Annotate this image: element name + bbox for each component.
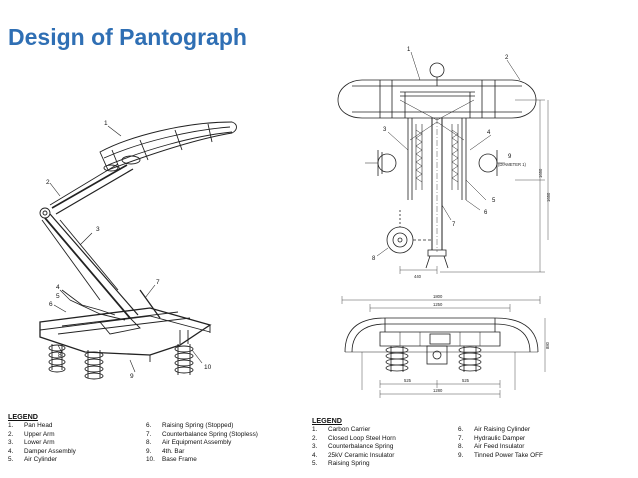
callout-left-10: 10 — [204, 364, 212, 371]
legend-item: 9.4th. Bar — [146, 447, 185, 455]
legend-left-col2: 6.Raising Spring (Stopped) 7.Counterbala… — [146, 422, 298, 465]
legend-item: 9.Tinned Power Take OFF — [458, 451, 543, 459]
base-insulators — [48, 330, 194, 380]
legend-item: 5.Raising Spring — [312, 460, 370, 468]
legend-item: 8.Air Equipment Assembly — [146, 439, 232, 447]
legend-item: 1.Pan Head — [8, 422, 53, 429]
dim-1650-a: 1650 — [538, 168, 543, 178]
right-elevation-drawing — [337, 51, 549, 398]
legend-right-col1: 1.Carbon Carrier 2.Closed Loop Steel Hor… — [312, 426, 442, 469]
legend-left: LEGEND 1.Pan Head 2.Upper Arm 3.Lower Ar… — [8, 412, 298, 467]
dim-880: 880 — [545, 341, 550, 349]
dim-525-right: 525 — [462, 378, 470, 383]
callout-left-6: 6 — [49, 301, 53, 308]
dim-525-left: 525 — [404, 378, 412, 383]
left-callouts: 1 2 3 4 5 6 7 8 9 10 — [46, 120, 212, 380]
dim-1800: 1800 — [433, 294, 443, 299]
legend-right-heading: LEGEND — [312, 416, 342, 425]
legend-item: 7.Hydraulic Damper — [458, 434, 526, 442]
callout-right-5: 5 — [492, 198, 496, 204]
legend-item: 10.Base Frame — [146, 456, 197, 464]
legend-item: 6.Raising Spring (Stopped) — [146, 422, 234, 429]
callout-right-4: 4 — [487, 130, 491, 136]
right-callouts: 1 2 3 4 5 6 7 8 9 — [372, 47, 512, 262]
callout-right-1: 1 — [407, 47, 411, 53]
legend-item: 3.Counterbalance Spring — [312, 443, 394, 451]
legend-item: 4.25kV Ceramic Insulator — [312, 451, 395, 459]
callout-left-1: 1 — [104, 120, 108, 127]
callout-right-2: 2 — [505, 55, 509, 61]
legend-item: 6.Air Raising Cylinder — [458, 426, 531, 433]
legend-item: 7.Counterbalance Spring (Stopless) — [146, 430, 258, 438]
legend-item: 1.Carbon Carrier — [312, 426, 371, 433]
callout-left-5: 5 — [56, 293, 60, 300]
legend-item: 8.Air Feed Insulator — [458, 443, 525, 451]
bottom-insulators — [385, 345, 482, 372]
callout-left-4: 4 — [56, 284, 60, 291]
right-dimensions: 440 1800 1250 525 525 1280 880 1650 1650… — [404, 162, 551, 393]
legend-item: 2.Upper Arm — [8, 430, 55, 438]
callout-left-9: 9 — [130, 373, 134, 380]
legend-left-col1: 1.Pan Head 2.Upper Arm 3.Lower Arm 4.Dam… — [8, 422, 133, 465]
dim-1250: 1250 — [433, 302, 443, 307]
callout-right-7: 7 — [452, 222, 456, 228]
legend-left-heading: LEGEND — [8, 412, 38, 421]
legend-item: 3.Lower Arm — [8, 439, 55, 447]
callout-left-3: 3 — [96, 226, 100, 233]
dim-1650-b: 1650 — [546, 192, 551, 202]
diameter-note: (DIAMETER 1) — [498, 162, 527, 167]
callout-right-8: 8 — [372, 256, 376, 262]
callout-left-7: 7 — [156, 279, 160, 286]
legend-item: 5.Air Cylinder — [8, 456, 58, 464]
left-pantograph-sketch — [39, 121, 237, 380]
callout-right-9: 9 — [508, 154, 512, 160]
callout-right-3: 3 — [383, 127, 387, 133]
callout-left-8: 8 — [58, 352, 62, 359]
callout-left-2: 2 — [46, 179, 50, 186]
page-title: Design of Pantograph — [8, 24, 247, 50]
legend-right: LEGEND 1.Carbon Carrier 2.Closed Loop St… — [312, 416, 592, 471]
legend-item: 4.Damper Assembly — [8, 447, 76, 455]
dim-440: 440 — [414, 274, 422, 279]
callout-right-6: 6 — [484, 210, 488, 216]
legend-right-col2: 6.Air Raising Cylinder 7.Hydraulic Dampe… — [458, 426, 592, 460]
dim-1280: 1280 — [433, 388, 443, 393]
legend-item: 2.Closed Loop Steel Horn — [312, 434, 396, 442]
